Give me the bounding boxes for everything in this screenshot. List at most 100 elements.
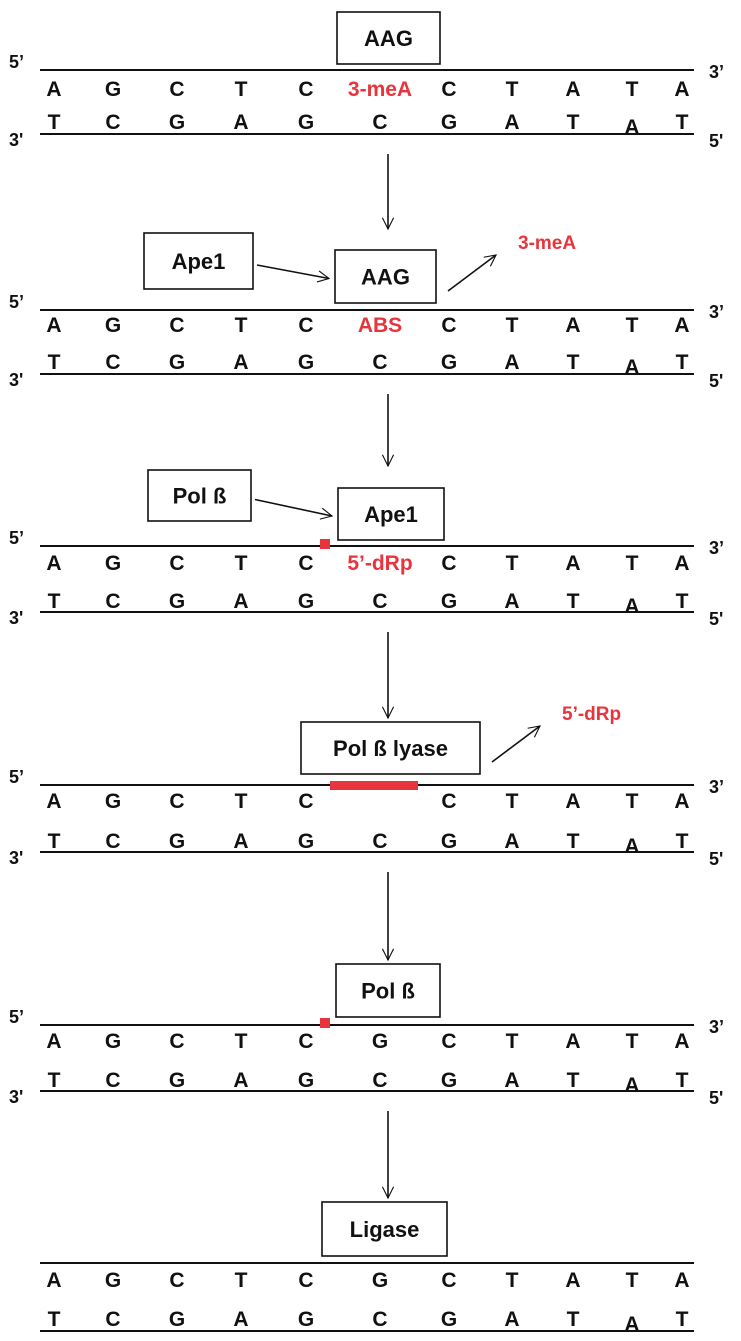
- nucleotide-top: T: [506, 552, 519, 575]
- nucleotide-top: A: [565, 1030, 580, 1053]
- nucleotide-top: A: [674, 78, 689, 101]
- nucleotide-bottom: A: [504, 590, 519, 613]
- nucleotide-bottom: C: [372, 351, 387, 374]
- nucleotide-bottom: T: [48, 590, 61, 613]
- three-prime-label: 3’: [709, 777, 724, 797]
- five-prime-label: 5': [709, 131, 723, 151]
- nucleotide-bottom: T: [676, 1308, 689, 1331]
- nucleotide-top: C: [441, 1269, 456, 1292]
- nucleotide-bottom: A: [504, 1308, 519, 1331]
- nucleotide-bottom: A: [624, 356, 639, 379]
- nucleotide-top: C: [298, 790, 313, 813]
- nucleotide-top: A: [674, 790, 689, 813]
- nucleotide-top: C: [169, 790, 184, 813]
- nucleotide-top: C: [298, 78, 313, 101]
- recruit-arrow: [254, 498, 334, 520]
- nucleotide-bottom: G: [298, 590, 314, 613]
- nucleotide-bottom: T: [567, 111, 580, 134]
- nucleotide-bottom: A: [233, 111, 248, 134]
- nucleotide-bottom: C: [372, 830, 387, 853]
- nucleotide-bottom: G: [441, 590, 457, 613]
- nucleotide-top: T: [506, 1269, 519, 1292]
- nucleotide-bottom: T: [567, 590, 580, 613]
- nucleotide-top: A: [565, 78, 580, 101]
- gap-marker: [330, 781, 418, 790]
- nick-marker: [320, 539, 330, 549]
- nick-marker: [320, 1018, 330, 1028]
- nucleotide-top: A: [565, 314, 580, 337]
- nucleotide-bottom: G: [169, 590, 185, 613]
- nucleotide-bottom: A: [504, 1069, 519, 1092]
- nucleotide-bottom: G: [169, 351, 185, 374]
- nucleotide-top: G: [105, 314, 121, 337]
- five-prime-label: 5’: [9, 1007, 24, 1027]
- nucleotide-bottom: T: [48, 1069, 61, 1092]
- nucleotide-top: C: [298, 1269, 313, 1292]
- nucleotide-top: A: [565, 1269, 580, 1292]
- nucleotide-top: T: [235, 552, 248, 575]
- nucleotide-top: C: [298, 314, 313, 337]
- nucleotide-top: T: [506, 1030, 519, 1053]
- nucleotide-bottom: A: [233, 830, 248, 853]
- enzyme-label: Pol ß lyase: [333, 736, 448, 761]
- released-product-label: 5’-dRp: [562, 704, 621, 725]
- nucleotide-top: T: [235, 1030, 248, 1053]
- nucleotide-top: G: [105, 552, 121, 575]
- nucleotide-top: A: [46, 1269, 61, 1292]
- nucleotide-top: C: [169, 552, 184, 575]
- nucleotide-bottom: C: [105, 1308, 120, 1331]
- five-prime-label: 5’: [9, 767, 24, 787]
- nucleotide-top: C: [441, 790, 456, 813]
- nucleotide-bottom: A: [504, 111, 519, 134]
- nucleotide-bottom: G: [298, 1308, 314, 1331]
- nucleotide-top: T: [626, 1269, 639, 1292]
- nucleotide-bottom: T: [567, 830, 580, 853]
- nucleotide-top: T: [506, 314, 519, 337]
- nucleotide-bottom: G: [298, 111, 314, 134]
- nucleotide-top: A: [674, 1269, 689, 1292]
- enzyme-box: [147, 469, 252, 522]
- nucleotide-top: C: [298, 1030, 313, 1053]
- enzyme-box: [335, 963, 441, 1018]
- five-prime-label: 5': [709, 609, 723, 629]
- enzyme-label: Ligase: [350, 1217, 420, 1242]
- lesion-label: 5’-dRp: [347, 552, 412, 575]
- recruit-arrow: [256, 264, 331, 283]
- nucleotide-bottom: C: [105, 351, 120, 374]
- nucleotide-top: T: [235, 78, 248, 101]
- nucleotide-bottom: T: [676, 351, 689, 374]
- nucleotide-top: T: [626, 790, 639, 813]
- nucleotide-top: G: [105, 78, 121, 101]
- nucleotide-top: G: [105, 1269, 121, 1292]
- nucleotide-bottom: C: [372, 1069, 387, 1092]
- nucleotide-bottom: A: [233, 1069, 248, 1092]
- release-arrow: [447, 254, 498, 292]
- enzyme-box: [321, 1201, 448, 1257]
- enzyme-label: AAG: [361, 265, 410, 290]
- nucleotide-top: A: [565, 790, 580, 813]
- nucleotide-bottom: T: [48, 351, 61, 374]
- three-prime-label: 3': [9, 608, 23, 628]
- nucleotide-top: A: [565, 552, 580, 575]
- three-prime-label: 3': [9, 848, 23, 868]
- enzyme-label: Pol ß: [361, 979, 415, 1004]
- nucleotide-bottom: T: [567, 351, 580, 374]
- nucleotide-top: C: [441, 1030, 456, 1053]
- five-prime-label: 5’: [9, 528, 24, 548]
- three-prime-label: 3’: [709, 62, 724, 82]
- enzyme-label: AAG: [364, 26, 413, 51]
- nucleotide-top: A: [46, 790, 61, 813]
- nucleotide-top: T: [506, 790, 519, 813]
- nucleotide-top: A: [46, 78, 61, 101]
- nucleotide-top: C: [169, 314, 184, 337]
- nucleotide-bottom: G: [298, 1069, 314, 1092]
- nucleotide-bottom: G: [441, 111, 457, 134]
- nucleotide-bottom: C: [372, 1308, 387, 1331]
- nucleotide-bottom: T: [48, 111, 61, 134]
- nucleotide-top: A: [46, 1030, 61, 1053]
